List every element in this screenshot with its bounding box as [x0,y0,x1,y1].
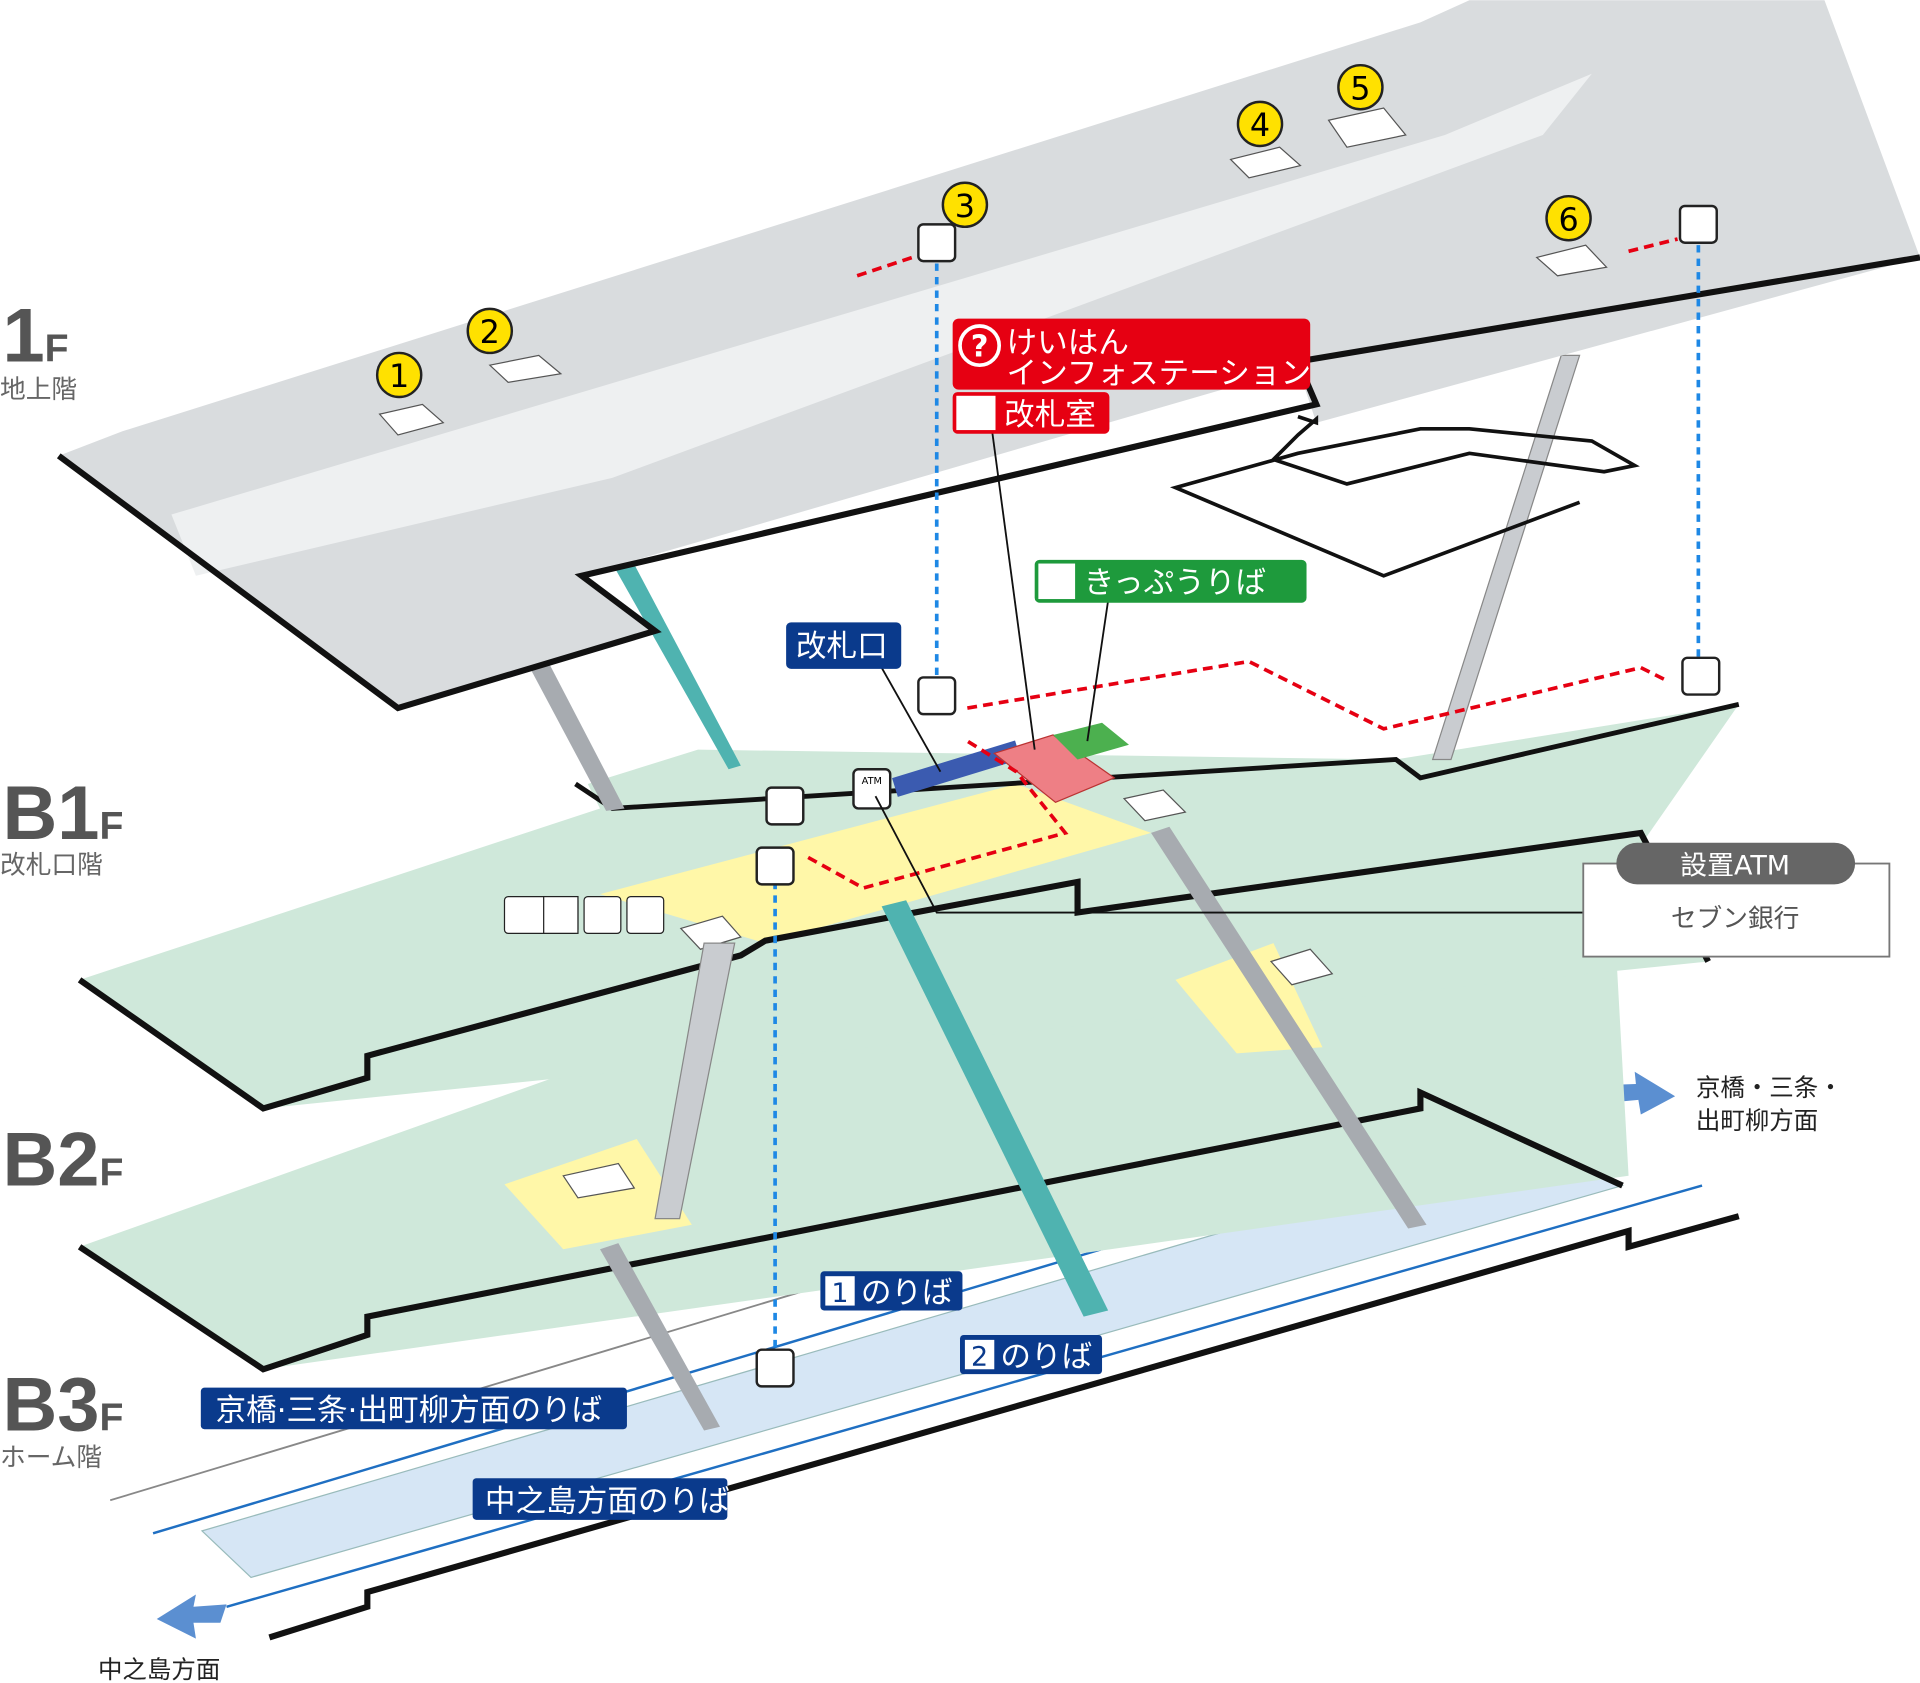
svg-text:1: 1 [831,1278,848,1309]
exit-3[interactable]: 3 [941,181,989,229]
elevator-icon [755,846,795,886]
ticket-gate-label: 改札口 [786,622,902,669]
callouts: ? けいはん インフォステーション 改札室 きっぷうりば 改札口 設置ATM セ… [98,318,1891,1683]
baby-seat-icon [626,895,665,934]
arrow-nakanoshima-icon [156,1594,227,1639]
atm-bank: セブン銀行 [1671,904,1800,934]
svg-text:4: 4 [1250,106,1270,144]
station-office-label: 改札室 [952,392,1110,434]
arrow-kyobashi-icon [1604,1071,1676,1115]
svg-text:1: 1 [389,357,409,395]
floor-b1 [77,354,1740,1431]
svg-text:きっぷうりば: きっぷうりば [1084,566,1266,601]
exit-5[interactable]: 5 [1337,63,1384,111]
svg-text:中之島方面のりば: 中之島方面のりば [485,1484,730,1519]
svg-text:2: 2 [971,1342,988,1373]
exit-6[interactable]: 6 [1545,194,1592,242]
svg-text:5: 5 [1350,69,1370,107]
coin-locker-icon [765,786,805,826]
floor-b3-label: B3F [2,1362,123,1447]
svg-text:?: ? [971,330,989,365]
svg-text:京橋·三条·出町柳方面のりば: 京橋·三条·出町柳方面のりば [216,1394,603,1429]
elevator-icon [1678,204,1718,244]
floor-1f-label: 1F [2,294,68,379]
svg-text:3: 3 [955,187,975,225]
atm-title: 設置ATM [1680,851,1790,882]
exit-2[interactable]: 2 [466,307,514,355]
exit-1[interactable]: 1 [375,351,423,399]
svg-text:改札室: 改札室 [1004,398,1096,433]
svg-text:インフォステーション: インフォステーション [1007,357,1312,392]
nursing-room-icon [583,895,622,934]
wheelchair-icon [543,895,579,934]
staff-icon [956,395,996,431]
atm-icon [852,768,892,810]
ticket-machines-label: きっぷうりば [1034,559,1307,603]
floor-b1-label: B1F [2,771,123,856]
direction-kyobashi: 京橋・三条・ [1696,1073,1843,1102]
floor-labels: 1F 地上階 B1F 改札口階 B2F B3F ホーム階 [0,294,123,1473]
elevator-icon [917,676,957,716]
info-station-label: ? けいはん インフォステーション [952,318,1312,392]
nakanoshima-platform-label: 中之島方面のりば [472,1478,730,1520]
atm-icon-text: ATM [862,776,882,787]
svg-text:2: 2 [480,313,500,351]
floor-b3-name: ホーム階 [0,1443,102,1473]
svg-text:けいはん: けいはん [1007,326,1129,361]
elevator-icon [1681,656,1721,696]
ticket-machine-icon [1038,563,1076,600]
platform-1-label: 1 のりば [820,1271,963,1311]
elevator-icons: ATM [503,204,1721,1388]
svg-text:のりば: のりば [1000,1340,1092,1375]
floor-b3 [109,1070,1740,1641]
elevator-icon [755,1348,795,1388]
elevator-icon [917,223,957,263]
atm-info-box: 設置ATM セブン銀行 [1582,842,1891,958]
svg-text:のりば: のりば [861,1276,953,1311]
floor-1f-name: 地上階 [0,375,77,405]
floor-b2-label: B2F [2,1118,123,1203]
svg-text:6: 6 [1558,200,1578,238]
kyobashi-platform-label: 京橋·三条·出町柳方面のりば [200,1387,627,1430]
question-icon [958,324,1002,368]
exits: 1 2 3 4 5 6 [375,63,1592,399]
floor-b1-name: 改札口階 [0,850,103,880]
direction-nakanoshima: 中之島方面 [98,1655,220,1683]
svg-text:改札口: 改札口 [796,630,888,665]
platform-2-label: 2 のりば [960,1334,1103,1375]
exit-4[interactable]: 4 [1236,100,1284,148]
direction-kyobashi-2: 出町柳方面 [1696,1106,1818,1135]
